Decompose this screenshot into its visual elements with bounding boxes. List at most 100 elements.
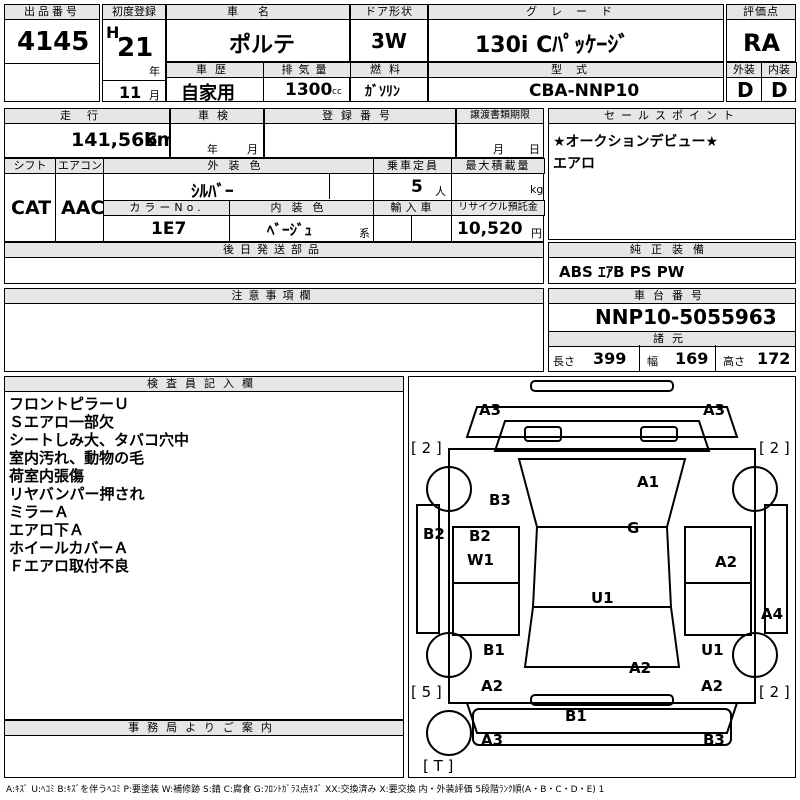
month-unit: 月: [149, 89, 160, 102]
mark-b2-side: B2: [423, 525, 445, 543]
door-value: 3W: [371, 29, 407, 53]
shift-value: CAT: [11, 197, 52, 219]
mark-a4: A4: [761, 605, 784, 623]
car-diagram-box: A3 A3 [ 2 ] [ 2 ] B3 A1 B2 B2 W1 G A2 A4…: [408, 376, 796, 778]
note-line: Ｓエアロ一部欠: [9, 413, 115, 431]
int-color-header: 内装色: [229, 200, 375, 216]
spec-grid: シフト エアコン 外装色 乗車定員 最大積載量 CAT AAC ｼﾙﾊﾞｰ 5 …: [4, 158, 545, 242]
mark-b3: B3: [489, 491, 511, 509]
mark-bracket-rr: [ 2 ]: [759, 683, 790, 701]
chassis-value: NNP10-5055963: [595, 305, 777, 329]
legend-text: A:ｷｽﾞ U:ﾍｺﾐ B:ｷｽﾞを伴うﾍｺﾐ P:要塗装 W:補修跡 S:錆 …: [6, 785, 605, 795]
note-line: ホイールカバーＡ: [9, 539, 129, 557]
grade-value: 130i Cﾊﾟｯｹｰｼﾞ: [475, 33, 630, 58]
history-value: 自家用: [181, 83, 235, 104]
width-label: 幅: [647, 355, 658, 368]
note-line: シートしみ大、タバコ穴中: [9, 431, 190, 449]
height-label: 高さ: [723, 355, 745, 368]
mark-u1-right: U1: [701, 641, 724, 659]
width-value: 169: [675, 349, 709, 368]
inspector-notes-box: 検査員記入欄 フロントピラーＵ Ｓエアロ一部欠 シートしみ大、タバコ穴中 室内汚…: [4, 376, 404, 720]
load-unit: kg: [530, 183, 544, 196]
sales-points-header: セールスポイント: [548, 108, 796, 124]
first-reg-box: 初度登録 H 21 年 11 月: [102, 4, 166, 102]
note-line: リヤバンパー押され: [9, 485, 145, 503]
mark-bracket-t: [ T ]: [423, 757, 454, 775]
recycle-value: 10,520: [457, 219, 523, 239]
chassis-header: 車台番号: [548, 288, 796, 304]
capacity-unit: 人: [435, 185, 446, 198]
note-line: Ｆエアロ取付不良: [9, 557, 130, 575]
headlight-right: [640, 426, 678, 442]
sales-point-1: ★オークションデビュー★: [553, 134, 719, 150]
mark-a2-right: A2: [715, 553, 738, 571]
rating-value: RA: [743, 29, 781, 57]
wheel-rear-left: [426, 632, 472, 678]
genuine-equipment-header: 純正装備: [548, 242, 796, 258]
grade-header: グレード: [428, 4, 724, 20]
notes-box: 注意事項欄: [4, 288, 544, 372]
transfer-header: 譲渡書類期限: [456, 108, 544, 124]
chassis-box: 車台番号 NNP10-5055963 諸元 長さ 399 幅 169 高さ 17…: [548, 288, 796, 372]
mark-b2-seat: B2: [469, 527, 491, 545]
model-value: CBA-NNP10: [529, 81, 640, 101]
rear-plate-outline: [472, 708, 732, 746]
inspection-year-unit: 年: [207, 143, 218, 156]
lot-no-value: 4145: [17, 27, 90, 57]
car-name-box: 車名 ポルテ: [166, 4, 350, 62]
mileage-header: 走行: [4, 108, 170, 124]
mileage-box: 走行 141,566 km: [4, 108, 176, 158]
lot-no-header: 出品番号: [4, 4, 100, 20]
model-box: 型式 CBA-NNP10: [428, 62, 724, 102]
rear-bumper-outline: [530, 694, 674, 706]
ext-color-value: ｼﾙﾊﾞｰ: [191, 182, 234, 202]
score-box: 外装 内装 D D: [726, 62, 797, 102]
note-line: ミラーＡ: [9, 503, 70, 521]
inspector-notes-list: フロントピラーＵ Ｓエアロ一部欠 シートしみ大、タバコ穴中 室内汚れ、動物の毛 …: [9, 395, 189, 575]
specs-header: 諸元: [548, 331, 796, 347]
front-body-outline: [465, 406, 739, 438]
mark-b1-left: B1: [483, 641, 505, 659]
spare-tire: [426, 710, 472, 756]
length-value: 399: [593, 349, 627, 368]
capacity-value: 5: [411, 177, 423, 197]
first-reg-year: 21: [117, 33, 154, 63]
note-line: 荷室内張傷: [9, 467, 85, 485]
import-header: 輸入車: [373, 200, 453, 216]
mark-a2-rear: A2: [629, 659, 652, 677]
recycle-header: リサイクル預託金: [451, 200, 545, 216]
mark-rear-left: A3: [481, 731, 504, 749]
year-unit: 年: [149, 65, 160, 78]
int-color-suffix: 系: [359, 227, 370, 240]
note-line: フロントピラーＵ: [9, 395, 130, 413]
mark-a2-left: A2: [481, 677, 504, 695]
aircon-header: エアコン: [55, 158, 105, 174]
mark-b1-bottom: B1: [565, 707, 587, 725]
note-line: 室内汚れ、動物の毛: [9, 449, 145, 467]
era-letter: H: [106, 23, 120, 42]
mark-bracket-fl: [ 2 ]: [411, 439, 442, 457]
rating-header: 評価点: [726, 4, 796, 20]
rating-box: 評価点 RA: [726, 4, 796, 62]
wheel-front-left: [426, 466, 472, 512]
capacity-header: 乗車定員: [373, 158, 453, 174]
lot-no-box: 出品番号 4145: [4, 4, 100, 102]
aircon-value: AAC: [61, 197, 105, 219]
exterior-score: D: [737, 78, 754, 102]
mileage-value: 141,566: [71, 129, 158, 151]
model-header: 型式: [428, 62, 724, 78]
wheel-rear-right: [732, 632, 778, 678]
car-name-header: 車名: [166, 4, 350, 20]
mark-a1: A1: [637, 473, 660, 491]
mark-u1-center: U1: [591, 589, 614, 607]
hood-outline: [493, 420, 711, 452]
int-color-value: ﾍﾞｰｼﾞｭ: [267, 221, 313, 239]
max-load-header: 最大積載量: [451, 158, 545, 174]
inspection-month-unit: 月: [247, 143, 258, 156]
genuine-equipment-value: ABS ｴｱB PS PW: [559, 263, 685, 281]
front-bumper-outline: [530, 380, 674, 392]
history-box: 車歴 排気量 自家用 1300 cc: [166, 62, 351, 104]
exterior-header: 外装: [726, 62, 762, 78]
office-notice-header: 事務局よりご案内: [4, 720, 404, 736]
